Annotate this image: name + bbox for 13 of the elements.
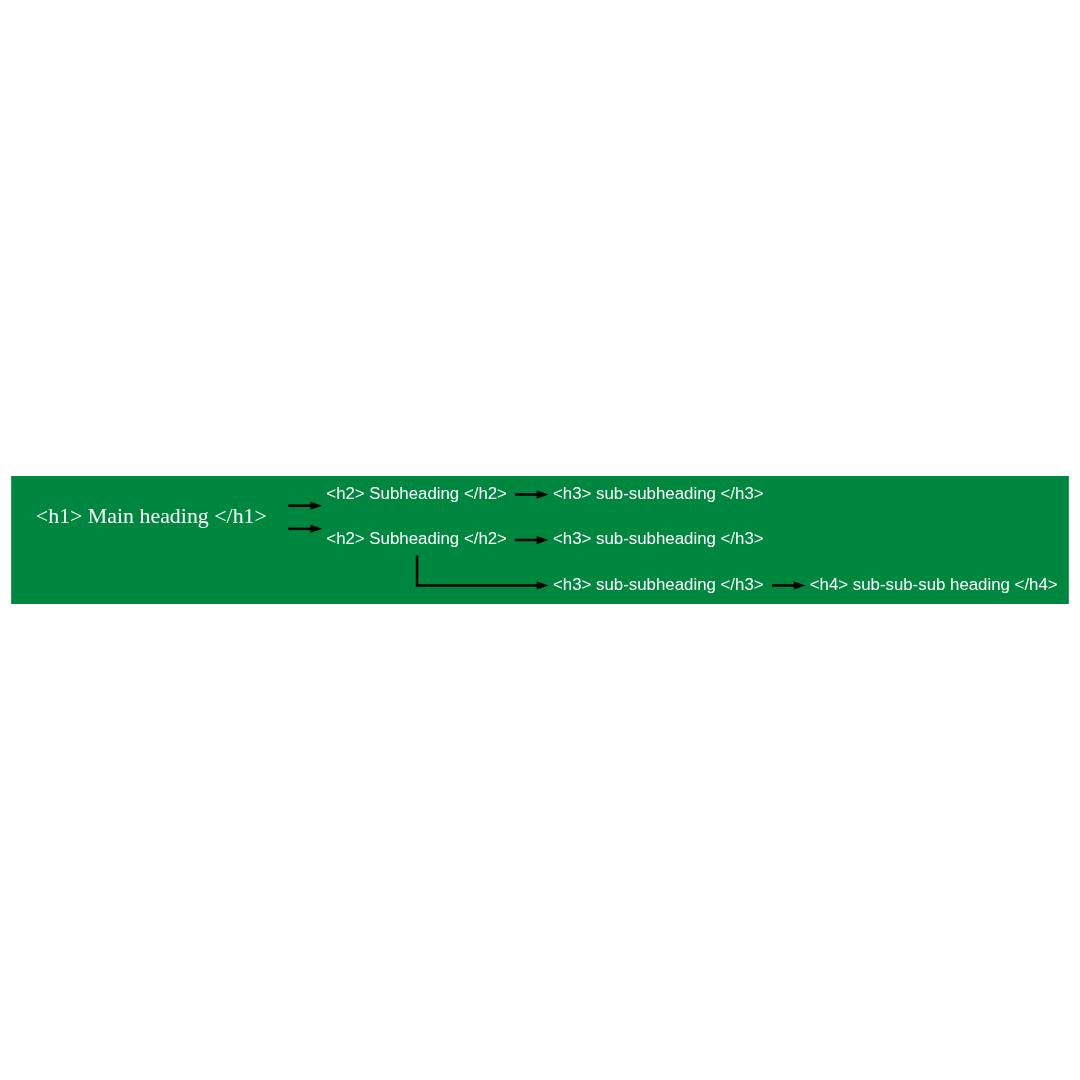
node-text: <h3> sub-subheading </h3> xyxy=(553,574,764,594)
node-text: <h3> sub-subheading </h3> xyxy=(553,483,764,503)
arrow xyxy=(771,581,806,590)
arrow xyxy=(514,535,549,545)
arrow xyxy=(415,555,549,590)
node-text: <h3> sub-subheading </h3> xyxy=(553,529,764,549)
node-text: <h1> Main heading </h1> xyxy=(35,502,267,528)
node-text: <h2> Subheading </h2> xyxy=(326,529,507,549)
arrow xyxy=(514,490,549,499)
node-text: <h2> Subheading </h2> xyxy=(326,483,507,503)
node-text: <h4> sub-sub-sub heading </h4> xyxy=(809,574,1058,594)
arrow xyxy=(288,524,323,533)
arrow xyxy=(288,501,323,510)
